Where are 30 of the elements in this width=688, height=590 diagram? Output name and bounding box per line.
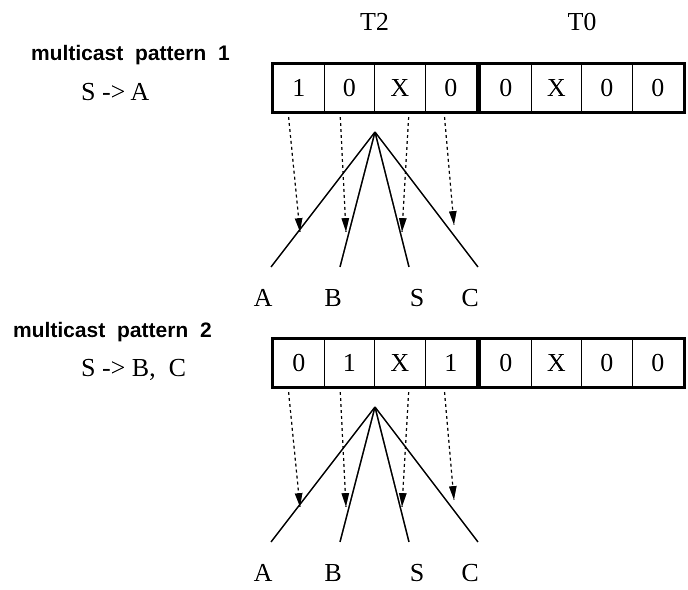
bit-cell: 0: [426, 65, 476, 111]
bit-cell: X: [532, 65, 582, 111]
bit-cell: X: [532, 340, 582, 386]
bit-cell: 1: [426, 340, 476, 386]
field-label: T2: [359, 9, 390, 35]
mapping-text: S -> B, C: [81, 355, 186, 381]
pattern-heading: multicast pattern 2: [13, 320, 212, 341]
node-label: C: [461, 285, 479, 311]
node-label: A: [254, 285, 272, 311]
tree-line: [339, 406, 376, 542]
tree-line: [374, 406, 479, 542]
tree-line: [270, 132, 376, 268]
tree-line: [374, 132, 479, 268]
register-box: [271, 337, 478, 389]
node-label: A: [254, 560, 272, 586]
node-label: S: [410, 560, 424, 586]
node-label: C: [461, 560, 479, 586]
node-label: S: [410, 285, 424, 311]
pattern-heading: multicast pattern 1: [31, 43, 230, 64]
mapping-text: S -> A: [81, 79, 150, 105]
register-box: [478, 337, 686, 389]
tree-line: [374, 406, 410, 542]
bit-cell: 1: [324, 340, 375, 386]
tree-line: [339, 132, 376, 268]
field-label: T0: [566, 9, 598, 35]
node-label: B: [324, 560, 342, 586]
node-label: B: [324, 285, 342, 311]
tree-line: [374, 132, 410, 268]
bit-cell: 0: [324, 65, 375, 111]
tree-line: [270, 406, 376, 542]
